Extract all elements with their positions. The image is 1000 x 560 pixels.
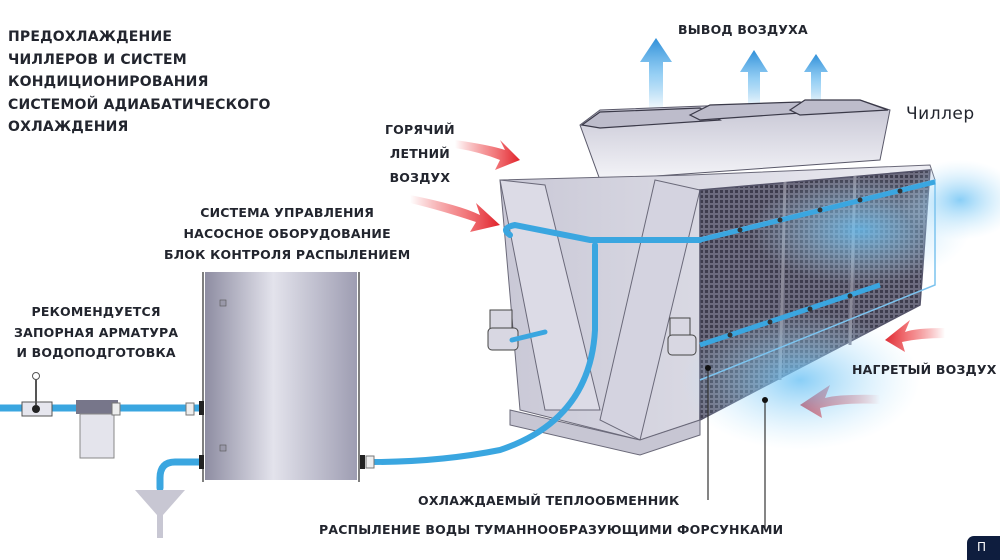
title-line: КОНДИЦИОНИРОВАНИЯ [8,74,209,90]
control-line: СИСТЕМА УПРАВЛЕНИЯ [200,205,375,220]
recommendation-label: РЕКОМЕНДУЕТСЯ ЗАПОРНАЯ АРМАТУРА И ВОДОПО… [14,302,178,364]
title-line: ЧИЛЛЕРОВ И СИСТЕМ [8,51,187,68]
spray-nozzles-label: РАСПЫЛЕНИЕ ВОДЫ ТУМАННООБРАЗУЮЩИМИ ФОРСУ… [319,522,784,537]
hot-air-label: ГОРЯЧИЙ ЛЕТНИЙ ВОЗДУХ [385,118,455,190]
recommend-line: РЕКОМЕНДУЕТСЯ [31,304,161,319]
heated-air-label: НАГРЕТЫЙ ВОЗДУХ [852,362,997,377]
control-line: БЛОК КОНТРОЛЯ РАСПЫЛЕНИЕМ [164,247,411,262]
control-cabinet [199,272,375,482]
drain-funnel-icon [135,490,185,538]
up-arrow-icon [804,54,828,108]
chiller-label: Чиллер [906,104,975,124]
heat-exchanger-label: ОХЛАЖДАЕМЫЙ ТЕПЛООБМЕННИК [418,493,680,508]
air-out-label: ВЫВОД ВОЗДУХА [678,22,808,37]
hot-air-line: ЛЕТНИЙ [389,146,450,161]
title-line: СИСТЕМОЙ АДИАБАТИЧЕСКОГО [8,96,271,113]
recommend-line: И ВОДОПОДГОТОВКА [16,345,176,360]
hot-air-line: ГОРЯЧИЙ [385,122,455,137]
corner-button[interactable]: П [967,536,1000,560]
up-arrow-icon [740,50,768,110]
control-system-label: СИСТЕМА УПРАВЛЕНИЯ НАСОСНОЕ ОБОРУДОВАНИЕ… [164,202,410,265]
water-filter-icon [76,400,118,414]
hot-air-arrow-icon [410,195,500,232]
recommend-line: ЗАПОРНАЯ АРМАТУРА [14,324,179,340]
hot-air-arrow-icon [455,140,520,170]
title-line: ОХЛАЖДЕНИЯ [8,119,129,135]
solenoid-valve-icon [669,317,691,337]
air-out-arrows [640,38,828,112]
control-line: НАСОСНОЕ ОБОРУДОВАНИЕ [183,226,391,241]
inlet-fittings [21,372,195,538]
hot-air-line: ВОЗДУХ [389,170,451,185]
up-arrow-icon [640,38,672,112]
diagram-title: ПРЕДОХЛАЖДЕНИЕ ЧИЛЛЕРОВ И СИСТЕМ КОНДИЦИ… [8,26,271,139]
solenoid-valve-icon [489,309,513,331]
chiller-unit [487,99,1000,530]
title-line: ПРЕДОХЛАЖДЕНИЕ [8,29,173,45]
